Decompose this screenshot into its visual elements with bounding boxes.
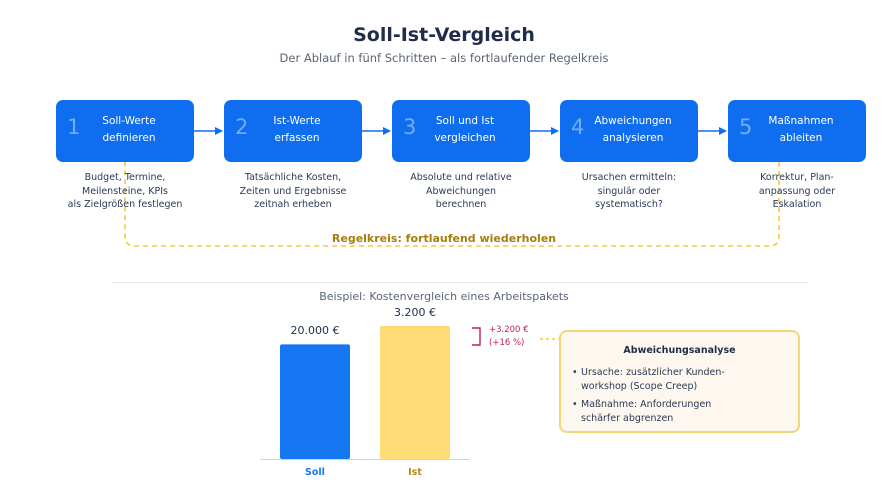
analysis-panel-title: Abweichungsanalyse: [623, 345, 736, 356]
feedback-loop-label: Regelkreis: fortlaufend wiederholen: [331, 232, 557, 245]
step-number: 5: [739, 115, 753, 139]
step-2-description: Tatsächliche Kosten,Zeiten und Ergebniss…: [239, 172, 347, 210]
bar-value-label-ist: 3.200 €: [394, 306, 436, 319]
step-number: 4: [571, 115, 585, 139]
bar-category-label-soll: Soll: [305, 467, 325, 478]
step-number: 1: [67, 115, 81, 139]
deviation-label: +3.200 €(+16 %): [489, 325, 529, 348]
analysis-panel: Abweichungsanalyse • Ursache: zusätzlich…: [559, 330, 800, 433]
bar-soll: [280, 344, 350, 459]
bar-category-label-ist: Ist: [408, 467, 422, 478]
step-number: 2: [235, 115, 249, 139]
section-divider: [112, 282, 808, 283]
analysis-item-cause: • Ursache: zusätzlicher Kunden-workshop …: [572, 367, 725, 392]
step-number: 3: [403, 115, 417, 139]
page-subtitle: Der Ablauf in fünf Schritten – als fortl…: [279, 51, 609, 65]
example-title: Beispiel: Kostenvergleich eines Arbeitsp…: [319, 290, 569, 303]
bar-value-label-soll: 20.000 €: [290, 324, 340, 338]
bar-ist: [380, 326, 450, 459]
page-title: Soll-Ist-Vergleich: [353, 24, 535, 46]
feedback-loop-line: [124, 162, 780, 247]
